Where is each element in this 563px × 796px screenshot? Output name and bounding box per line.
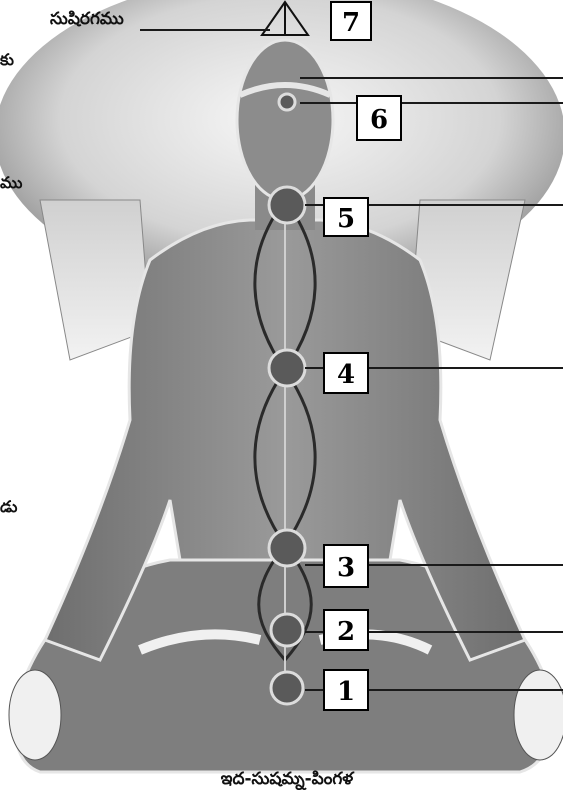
number-6: 6 xyxy=(370,105,388,135)
chakra-disc-2 xyxy=(271,614,303,646)
number-2: 2 xyxy=(337,617,355,647)
number-1: 1 xyxy=(337,677,355,707)
left-fragment-3: డు xyxy=(0,497,18,516)
top-label: సుషిరగము xyxy=(50,9,124,29)
chakra-disc-4 xyxy=(269,350,305,386)
chakra-disc-3 xyxy=(269,530,305,566)
number-7: 7 xyxy=(342,8,360,38)
number-4: 4 xyxy=(337,360,355,390)
left-fragment-1: కు xyxy=(0,50,14,69)
chakra-disc-5 xyxy=(269,187,305,223)
chakra-disc-1 xyxy=(271,672,303,704)
bottom-caption: ఇద-సుషమ్న-పింగళ xyxy=(221,769,356,791)
chakra-disc-6 xyxy=(279,94,295,110)
left-fragment-2: ము xyxy=(0,173,23,192)
number-5: 5 xyxy=(337,204,355,234)
number-3: 3 xyxy=(337,553,355,583)
